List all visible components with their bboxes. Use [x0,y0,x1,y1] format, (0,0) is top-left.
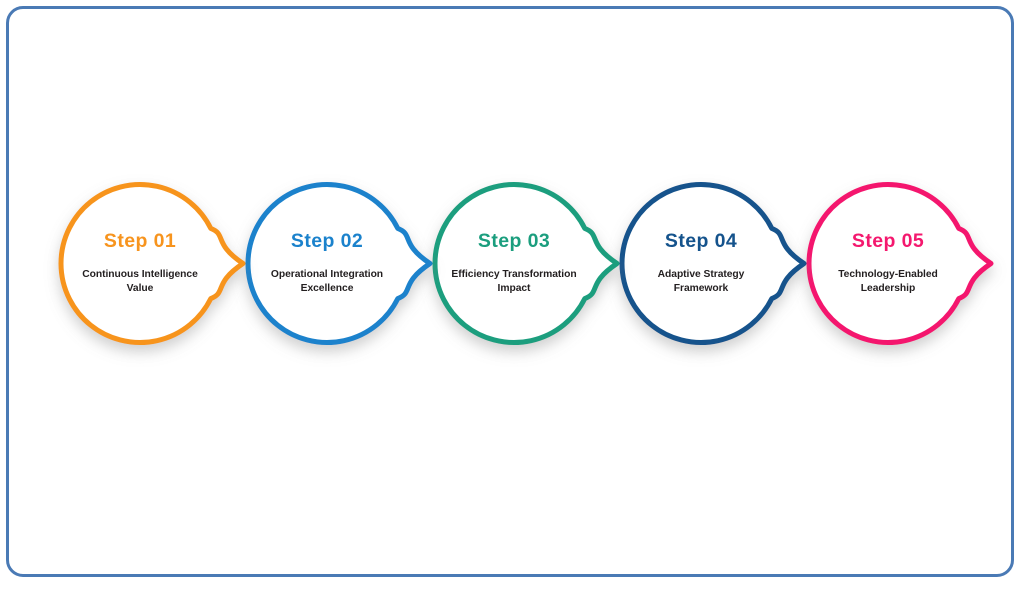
step-bubble-shape [58,182,246,345]
step-bubble-outline [58,182,246,345]
step-bubble-shape [619,182,807,345]
step-bubble-shape [806,182,994,345]
step-bubble-outline [432,182,620,345]
step-bubble-shape [432,182,620,345]
step-bubble-outline [619,182,807,345]
step-bubble-outline [806,182,994,345]
step-bubble-shape [245,182,433,345]
step-bubble-outline [245,182,433,345]
